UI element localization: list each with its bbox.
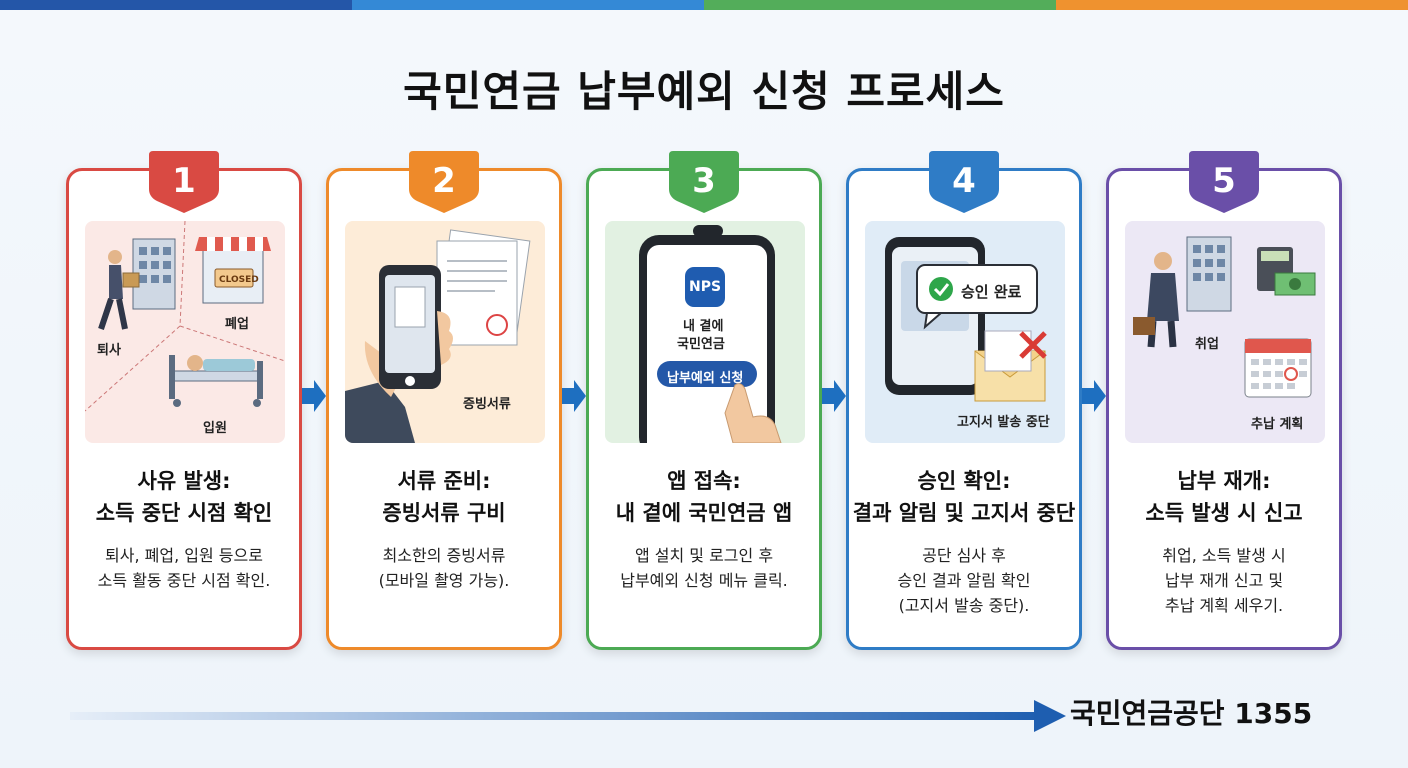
nps-logo: NPS (689, 279, 722, 295)
docs-label: 증빙서류 (463, 397, 511, 412)
app-name-line1: 내 곁에 (683, 319, 724, 334)
step5-heading: 납부 재개:소득 발생 시 신고 (1145, 469, 1303, 525)
step2-description: 최소한의 증빙서류(모바일 촬영 가능). (378, 546, 510, 590)
step-badge-2: 2 (405, 149, 483, 215)
exemption-menu-button[interactable]: 납부예외 신청 (667, 371, 744, 386)
step-number-2: 2 (432, 161, 456, 201)
step3-illustration: NPS 내 곁에 국민연금 납부예외 신청 (605, 221, 805, 443)
step1-illustration: CLOSED 퇴사 폐업 입원 (85, 221, 285, 443)
plan-label: 추납 계획 (1251, 417, 1304, 432)
step4-illustration: 승인 완료 고지서 발송 중단 (865, 221, 1065, 443)
step-card-1: 1 (66, 151, 302, 650)
arrow-right-icon (562, 380, 586, 412)
step-number-5: 5 (1212, 161, 1236, 201)
step-card-5: 5 (1106, 151, 1342, 650)
closure-label: 폐업 (225, 317, 249, 332)
employment-label: 취업 (1195, 337, 1219, 352)
step1-heading: 사유 발생:소득 중단 시점 확인 (95, 469, 273, 525)
page-title: 국민연금 납부예외 신청 프로세스 (403, 67, 1005, 116)
step-number-3: 3 (692, 161, 716, 201)
hospital-label: 입원 (203, 421, 227, 436)
step-badge-1: 1 (145, 149, 223, 215)
approved-label: 승인 완료 (961, 283, 1022, 301)
step3-heading: 앱 접속:내 곁에 국민연금 앱 (615, 469, 793, 525)
hotline-text: 국민연금공단 1355 (1070, 697, 1313, 730)
step-number-1: 1 (172, 161, 196, 201)
step-number-4: 4 (952, 161, 976, 201)
step-badge-4: 4 (925, 149, 1003, 215)
step-card-4: 4 승인 완료 고지서 발송 중단 승인 확인:결과 알림 및 고지서 중단 공… (846, 151, 1082, 650)
step4-heading: 승인 확인:결과 알림 및 고지서 중단 (852, 469, 1076, 525)
step5-illustration: 취업 추납 계획 (1125, 221, 1325, 443)
step2-illustration: 증빙서류 (345, 221, 545, 443)
resign-label: 퇴사 (97, 343, 121, 358)
timeline-arrow (70, 700, 1066, 732)
step-badge-5: 5 (1185, 149, 1263, 215)
step-card-2: 2 증빙서류 서류 준비:증빙서류 구비 최소한의 증빙서류(모바일 촬영 가능… (326, 151, 562, 650)
step-card-3: 3 NPS 내 곁에 국민연금 납부예외 신청 앱 접속:내 곁에 국민연금 앱… (586, 151, 822, 650)
closed-sign-text: CLOSED (219, 275, 259, 285)
bill-stopped-label: 고지서 발송 중단 (957, 415, 1050, 430)
arrow-right-icon (1082, 380, 1106, 412)
step2-heading: 서류 준비:증빙서류 구비 (382, 469, 506, 525)
arrow-right-icon (822, 380, 846, 412)
step-badge-3: 3 (665, 149, 743, 215)
top-color-bar (0, 0, 1408, 10)
app-name-line2: 국민연금 (677, 337, 725, 352)
arrow-right-icon (302, 380, 326, 412)
